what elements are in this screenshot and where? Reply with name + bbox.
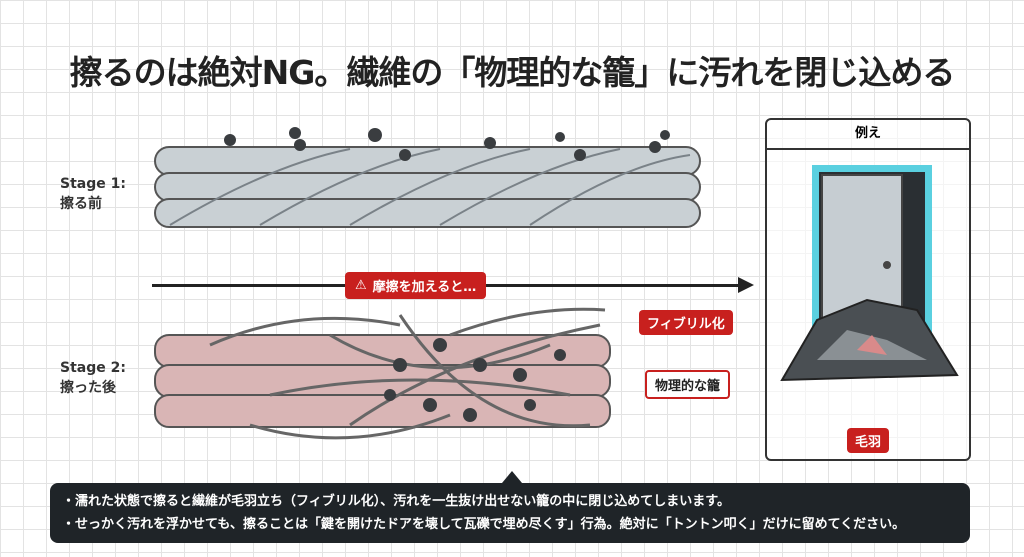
arrowhead-icon bbox=[738, 277, 754, 293]
warning-badge: ⚠ 摩擦を加えると… bbox=[345, 272, 487, 299]
cage-label: 物理的な籠 bbox=[645, 370, 731, 399]
stage1-label: Stage 1: 擦る前 bbox=[60, 174, 126, 214]
fluff-label: 毛羽 bbox=[847, 428, 890, 453]
stage1-subtitle: 擦る前 bbox=[60, 196, 102, 212]
warning-text: 摩擦を加えると… bbox=[372, 280, 477, 295]
explanation-box: ・濡れた状態で擦ると繊維が毛羽立ち（フィブリル化）、汚れを一生抜け出せない籠の中… bbox=[50, 471, 970, 543]
page-title: 擦るのは絶対NG。繊維の「物理的な籠」に汚れを閉じ込める bbox=[69, 53, 956, 92]
stage2-label: Stage 2: 擦った後 bbox=[60, 358, 126, 398]
damaged-rope-illustration bbox=[154, 307, 611, 440]
broken-door-illustration bbox=[780, 165, 959, 382]
stage1-title: Stage 1: bbox=[60, 176, 126, 192]
analogy-panel: 例え 毛羽 bbox=[765, 118, 971, 461]
fibrillation-label: フィブリル化 bbox=[639, 310, 733, 335]
panel-title: 例え bbox=[767, 120, 969, 150]
note-2: ・せっかく汚れを浮かせても、擦ることは「鍵を開けたドアを壊して瓦礫で埋め尽くす」… bbox=[62, 517, 906, 532]
stage2-subtitle: 擦った後 bbox=[60, 380, 116, 396]
clean-rope-illustration bbox=[154, 127, 701, 228]
warning-icon: ⚠ bbox=[355, 278, 367, 293]
stage2-title: Stage 2: bbox=[60, 360, 126, 376]
note-1: ・濡れた状態で擦ると繊維が毛羽立ち（フィブリル化）、汚れを一生抜け出せない籠の中… bbox=[62, 494, 730, 509]
